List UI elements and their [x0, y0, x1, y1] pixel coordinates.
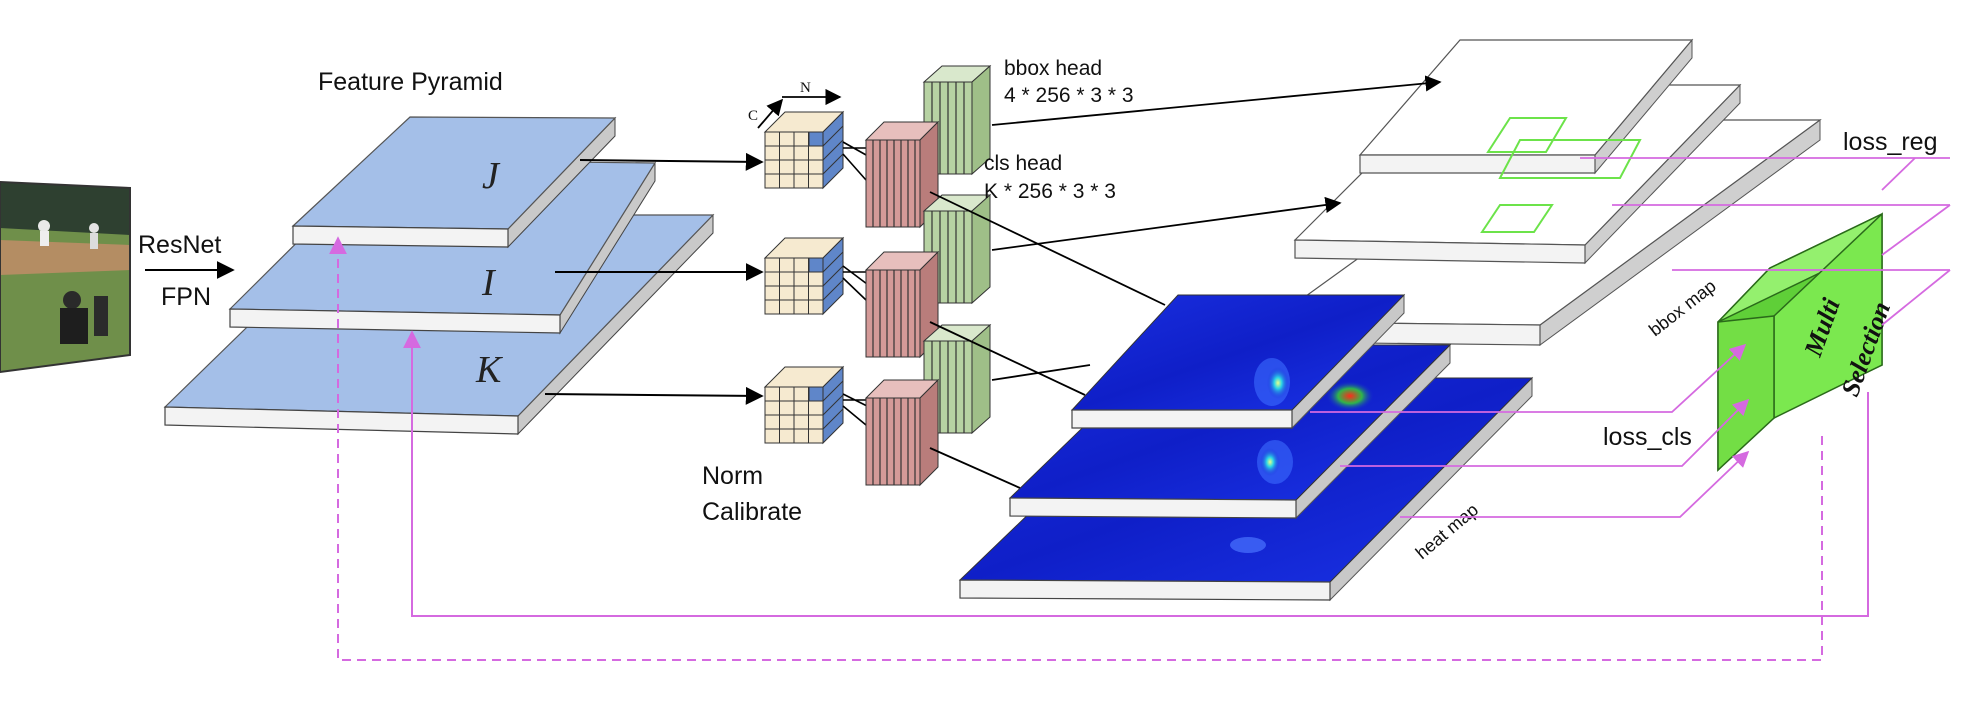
cls-to-heatmap-lines [929, 191, 1166, 489]
cls-head-top [864, 120, 940, 229]
cls-head-dims: K * 256 * 3 * 3 [984, 180, 1116, 203]
bbox-head-label: bbox head [1004, 57, 1102, 80]
level-i-label: I [481, 262, 497, 304]
level-j-label: J [482, 155, 501, 197]
arrow-bbox-head-to-map-mid [991, 196, 1342, 251]
bbox-head-bottom [922, 323, 992, 435]
heat-map-label: heat map [1412, 499, 1482, 563]
norm-cube-mid [763, 236, 845, 316]
loss-cls-connectors [1310, 343, 1750, 518]
cls-head-bottom [864, 378, 940, 487]
bbox-map-top [1358, 38, 1694, 179]
axis-c-label: C [748, 108, 758, 124]
arrow-k-to-norm [544, 386, 764, 405]
cls-head-mid [864, 250, 940, 359]
input-image [0, 180, 131, 374]
heatmap-top [1070, 293, 1406, 430]
loss-reg-label: loss_reg [1843, 128, 1938, 156]
norm-cube-top [763, 110, 845, 190]
bbox-head-dims: 4 * 256 * 3 * 3 [1004, 84, 1134, 107]
norm-label: Norm [702, 462, 763, 490]
arrow-bbox-head-to-map-top [991, 75, 1442, 126]
bbox-map-label: bbox map [1645, 276, 1720, 340]
norm-cube-bottom [763, 365, 845, 445]
cls-head-label: cls head [984, 152, 1062, 175]
cube-to-head-connectors [842, 141, 876, 426]
resnet-label: ResNet [138, 231, 221, 259]
feature-pyramid-title: Feature Pyramid [318, 68, 503, 96]
arrow-bbox-head-to-map-bottom [991, 364, 1091, 381]
pyramid-level-j [291, 116, 617, 249]
feedback-dashed-loop [329, 236, 1823, 661]
fpn-label: FPN [161, 283, 211, 311]
loss-reg-connectors [1580, 157, 1951, 326]
axis-n-label: N [800, 80, 811, 96]
feedback-solid-loop [403, 330, 1869, 617]
heatmap-bottom [958, 376, 1534, 602]
axis-c-arrow [757, 98, 784, 129]
arrow-j-to-norm [579, 152, 764, 171]
loss-cls-label: loss_cls [1603, 423, 1692, 451]
calibrate-label: Calibrate [702, 498, 802, 526]
level-k-label: K [475, 349, 503, 391]
